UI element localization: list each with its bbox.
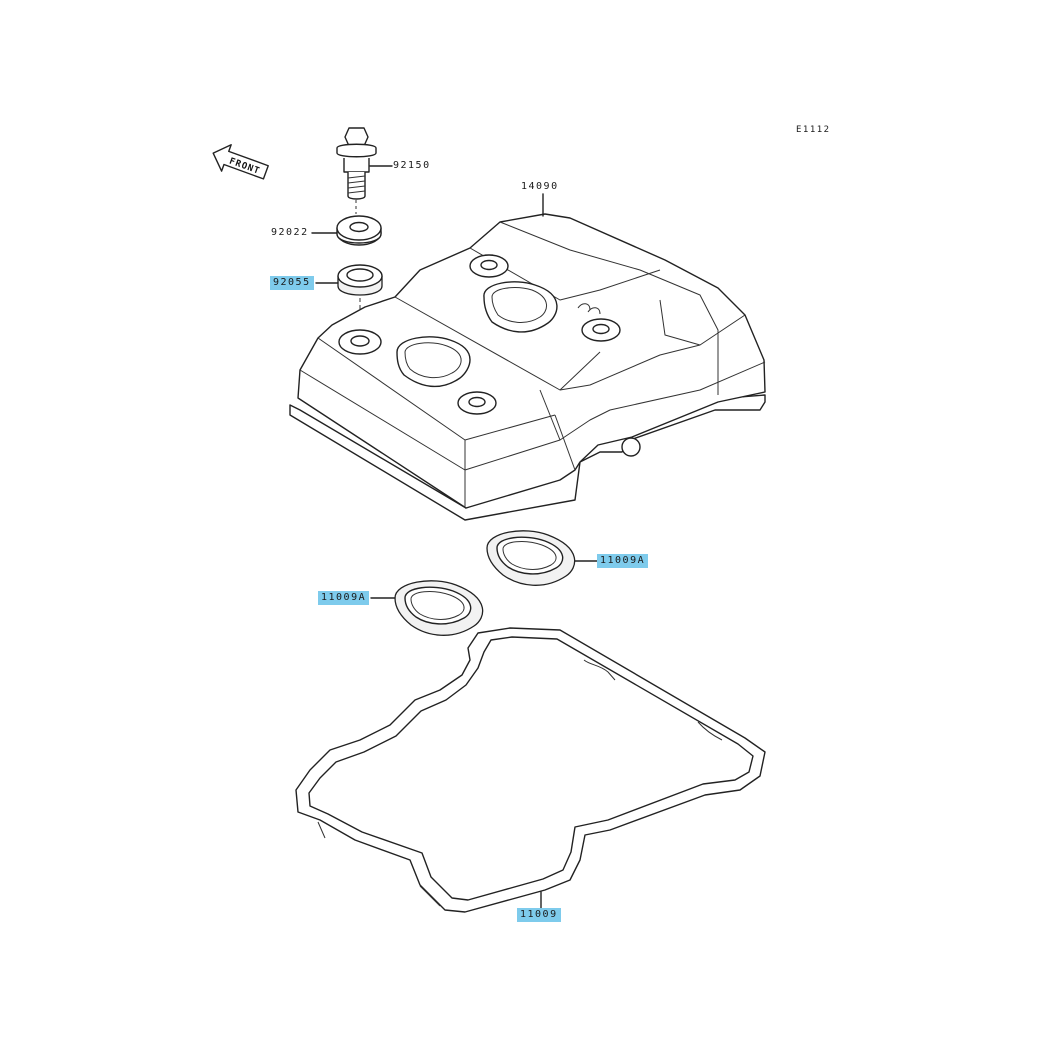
part-label-92022[interactable]: 92022 [271, 227, 309, 238]
cover-gasket-11009[interactable] [295, 627, 766, 913]
plug-gasket-right-11009a[interactable] [486, 530, 599, 586]
washer-92022[interactable] [311, 215, 382, 246]
part-label-14090[interactable]: 14090 [521, 181, 559, 192]
diagram-code: E1112 [796, 125, 831, 135]
cylinder-head-cover-14090[interactable] [289, 193, 766, 521]
part-label-92150[interactable]: 92150 [393, 160, 431, 171]
bolt-92150[interactable] [336, 127, 393, 214]
part-label-11009[interactable]: 11009 [517, 908, 561, 922]
front-arrow-icon: FRONT [212, 144, 269, 180]
part-label-11009a-right[interactable]: 11009A [597, 554, 649, 568]
part-label-11009a-left[interactable]: 11009A [318, 591, 370, 605]
grommet-92055[interactable] [315, 264, 383, 325]
plug-gasket-left-11009a[interactable] [370, 580, 484, 636]
part-label-92055[interactable]: 92055 [270, 276, 314, 290]
